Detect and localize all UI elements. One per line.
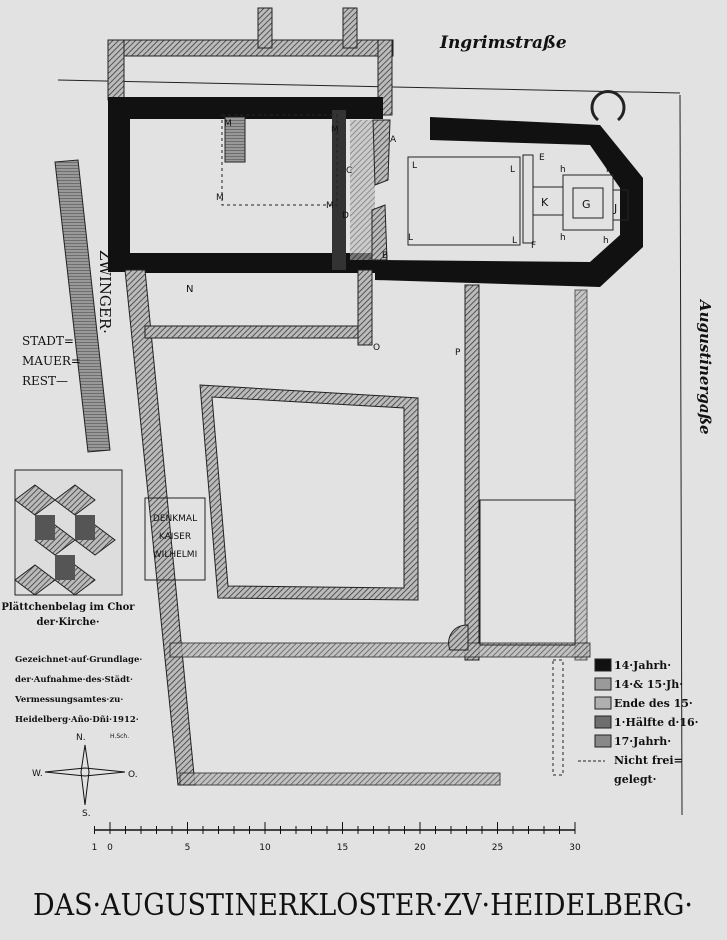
credit-text: Gezeichnet·auf·Grundlage· [15,655,142,665]
north-building [107,7,394,116]
letter-c: C [346,166,352,176]
letter-o: O [373,343,380,353]
plan-letters: A B C D E F G h h h h J K L L L L M M M … [186,119,617,358]
compass-n: N. [76,733,86,743]
tile-caption: Plättchenbelag im Chor [1,602,135,613]
crossing-hatch [350,119,391,261]
choir-furnishings [221,90,629,246]
legend-label: 17·Jahrh· [614,735,671,748]
legend-swatch [594,677,612,691]
legend-swatch [594,696,612,710]
zwinger-label: ZWINGER· [96,250,114,334]
compass-s: S. [82,809,91,819]
letter-h: h [560,233,566,243]
legend-label: gelegt· [614,773,656,786]
monument-box [144,497,206,581]
legend-label: Ende des 15· [614,697,693,710]
compass-rose: N. S. W. O. [32,733,138,819]
letter-l: L [408,233,413,243]
letter-l: L [510,165,515,175]
legend-label: 14·& 15·Jh· [614,678,683,691]
legend-swatch [594,734,612,748]
letter-k: K [541,196,549,209]
letter-h: h [603,236,609,246]
church-walls [108,97,643,287]
scale-label: 0 [107,843,113,853]
stadtmauer-label: REST— [22,374,68,388]
stadtmauer-label: STADT= [22,334,74,348]
scale-label: 20 [414,843,426,853]
letter-m: M [224,119,232,129]
letter-a: A [390,135,397,145]
south-walls [144,269,591,786]
street-line [679,94,683,816]
zwinger-wall [124,269,196,786]
denkmal-label: KAISER [159,532,191,542]
initials: H.Sch. [110,733,129,740]
legend-label: Nicht frei= [614,754,683,767]
street-line [57,79,681,94]
letter-h: h [606,165,612,175]
letter-e: E [539,153,545,163]
cloister [199,384,419,601]
letter-n: N [186,284,193,295]
scale-label: 25 [492,843,503,853]
letter-i: J [613,202,617,215]
denkmal-label: DENKMAL [153,514,197,524]
legend: 14·Jahrh· 14·& 15·Jh· Ende des 15· 1·Hälfte… [578,658,698,786]
letter-b: B [382,251,388,261]
tile-caption: der·Kirche· [36,617,99,628]
street-name-east: Augustinergaße [696,298,714,435]
tile-pattern [14,469,123,596]
letter-p: P [455,348,461,358]
stadtmauer-label: MAUER= [22,354,81,368]
legend-swatch [594,658,612,672]
compass-o: O. [128,770,138,780]
compass-w: W. [32,769,43,779]
letter-m: M [216,193,224,203]
letter-f: F [531,241,536,251]
street-name-north: Ingrimstraße [439,33,567,53]
city-wall-remnant [54,159,111,453]
credit-text: Heidelberg·Año·Dñi·1912· [15,714,139,725]
legend-label: 1·Hälfte d·16· [614,716,698,729]
scale-label: 15 [337,843,348,853]
letter-h: h [560,165,566,175]
letter-d: D [342,211,349,221]
letter-g: G [582,198,591,211]
scale-label: 5 [185,843,191,853]
letter-l: L [412,161,417,171]
denkmal-label: WILHELMI [153,550,197,560]
credit-text: der·Aufnahme·des·Städt· [15,674,133,685]
letter-m: M [331,125,339,135]
legend-swatch [594,715,612,729]
scale-label: 1 [92,843,98,853]
legend-label: 14·Jahrh· [614,659,671,672]
scale-label: 30 [569,843,581,853]
letter-m: M [326,201,334,211]
letter-l: L [512,236,517,246]
scale-label: 10 [259,843,271,853]
credit-text: Vermessungsamtes·zu· [14,695,123,705]
plan-title: DAS·AUGUSTINERKLOSTER·ZV·HEIDELBERG· [33,888,693,923]
